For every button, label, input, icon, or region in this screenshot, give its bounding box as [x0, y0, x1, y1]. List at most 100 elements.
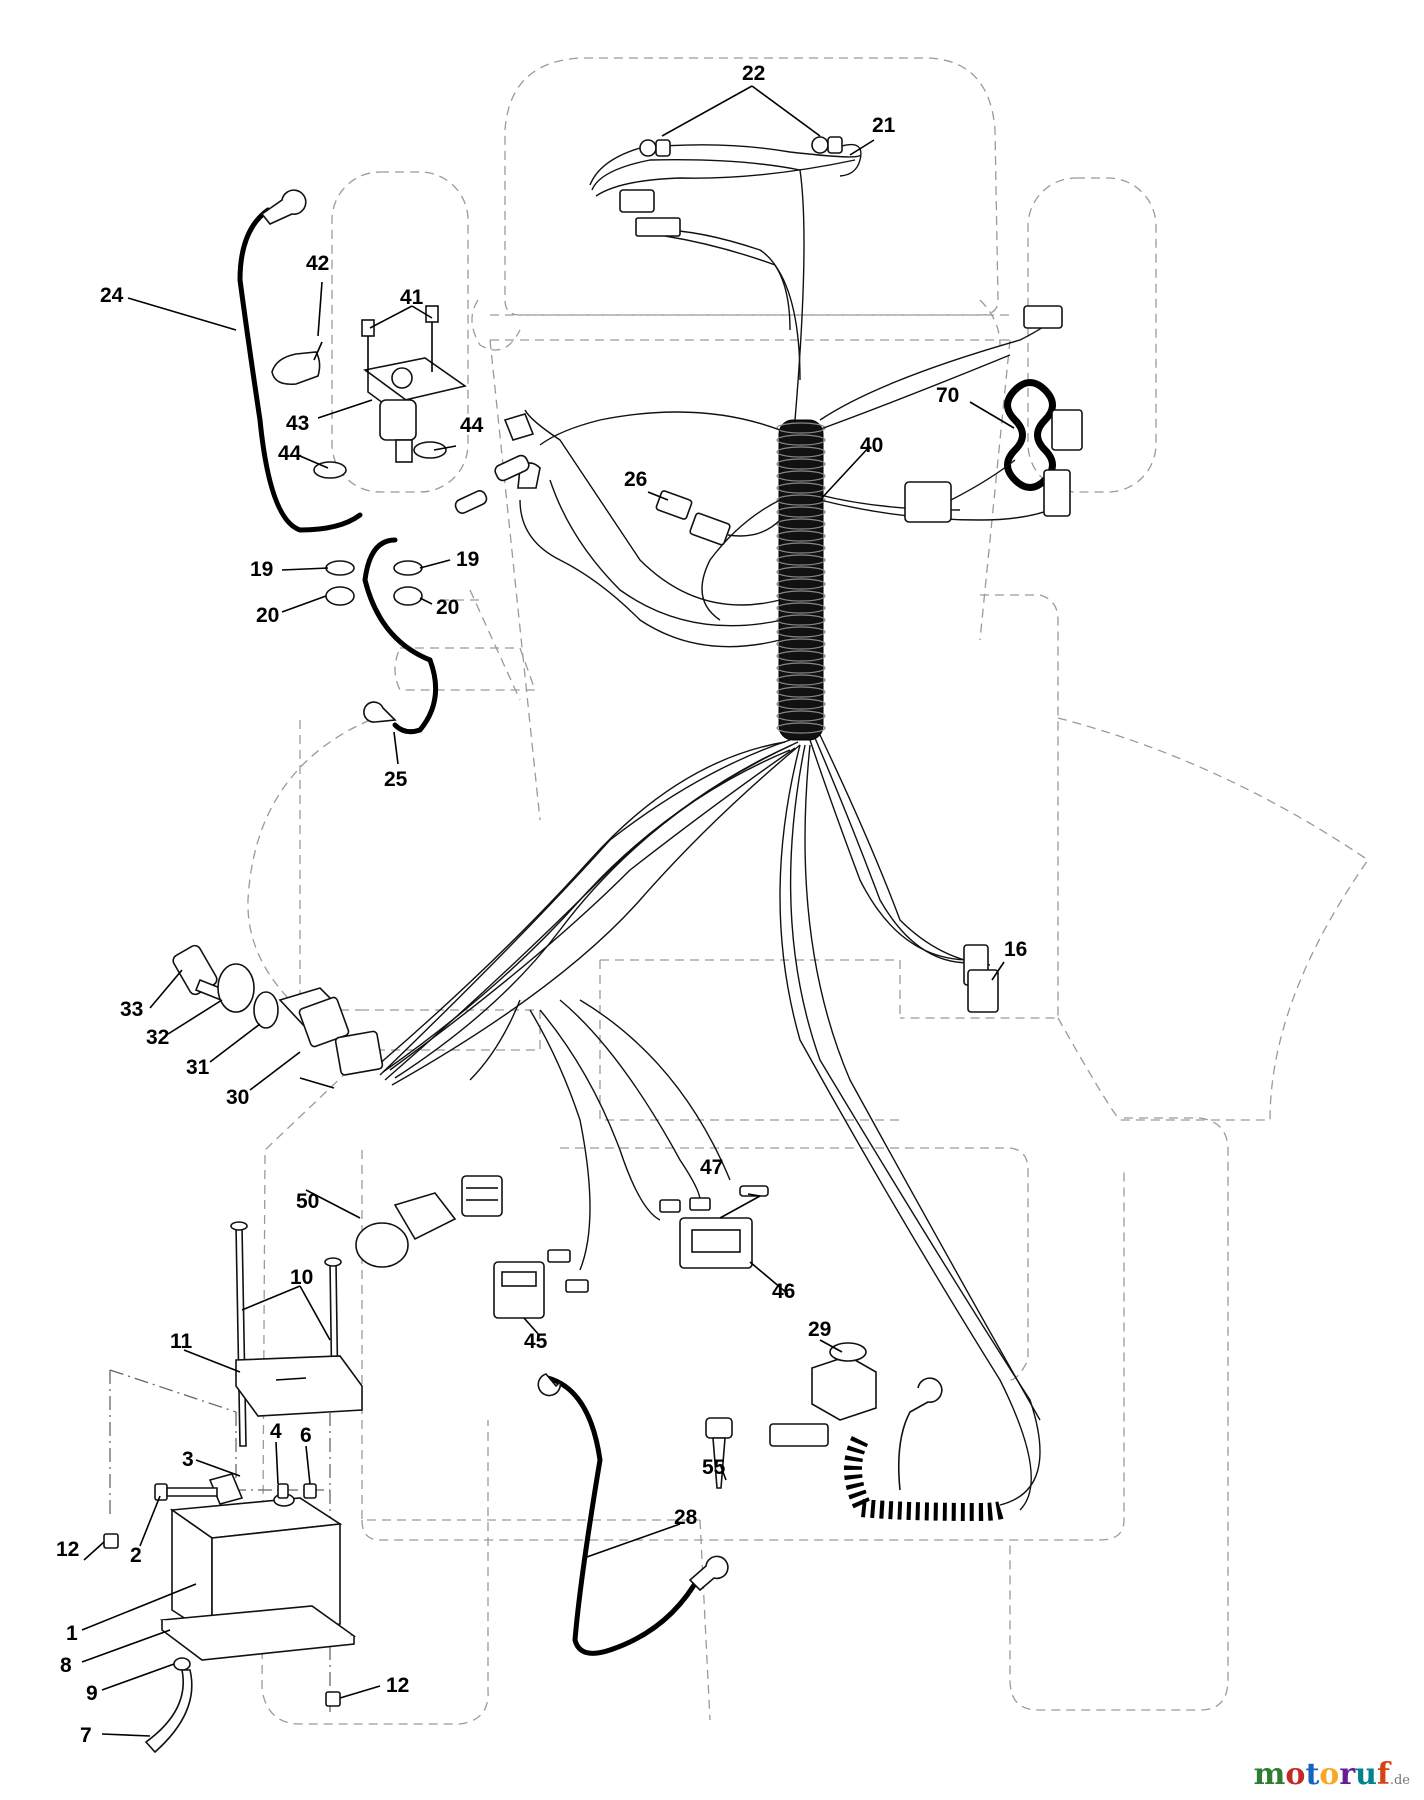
ignition-nut: [217, 963, 255, 1013]
seat-switch-harness: [904, 305, 1083, 523]
headlight-bulb-right: [811, 136, 843, 154]
callout-21: 21: [872, 114, 896, 137]
tube-rib: [776, 674, 826, 686]
callout-7: 7: [80, 1724, 92, 1747]
callout-29: 29: [808, 1318, 831, 1341]
callout-8: 8: [60, 1654, 72, 1677]
tube-rib: [776, 710, 826, 722]
battery-frame-line: [109, 1369, 331, 1712]
ignition-switch: [278, 987, 384, 1089]
battery-cable-25: [362, 537, 439, 735]
watermark-domain: .de: [1389, 1773, 1410, 1788]
watermark: motoruf.de: [1254, 1757, 1410, 1792]
leader-lines: [81, 85, 1015, 1737]
callout-42: 42: [306, 252, 329, 275]
cord-eyelet: [897, 1377, 943, 1491]
coiled-cord: [769, 1423, 1011, 1522]
tube-rib: [776, 578, 826, 590]
callout-25: 25: [384, 768, 408, 791]
cable-24-eyelet: [260, 189, 307, 225]
callout-2: 2: [130, 1544, 142, 1567]
callout-32: 32: [146, 1026, 169, 1049]
tube-rib: [776, 458, 826, 470]
watermark-letter: o: [1319, 1757, 1340, 1792]
callout-1: 1: [66, 1622, 78, 1645]
ignition-bezel: [253, 991, 279, 1029]
callout-26: 26: [624, 468, 647, 491]
ground-cable-28: [545, 1375, 703, 1656]
terminal-47: [739, 1185, 769, 1197]
seat-switch-16: [963, 944, 999, 1013]
cable-28-eyelet-b: [688, 1555, 729, 1592]
watermark-letter: m: [1253, 1757, 1286, 1792]
callout-9: 9: [86, 1682, 98, 1705]
callout-labels: 1 2 3 4 6 7 8 9 10 11 12 12 16 19 19 20 …: [56, 62, 1027, 1747]
watermark-letter: f: [1376, 1757, 1390, 1792]
callout-41: 41: [400, 286, 424, 309]
tube-rib: [776, 530, 826, 542]
callout-40: 40: [860, 434, 883, 457]
callout-44b: 44: [460, 414, 484, 437]
callout-10: 10: [290, 1266, 313, 1289]
watermark-brand: motoruf: [1254, 1757, 1390, 1792]
tube-rib: [776, 566, 826, 578]
clips-12: [103, 1533, 341, 1707]
callout-11: 11: [170, 1330, 193, 1353]
tube-rib: [776, 590, 826, 602]
tube-rib: [776, 638, 826, 650]
callout-19b: 19: [456, 548, 479, 571]
tube-rib: [776, 554, 826, 566]
callout-4: 4: [270, 1420, 282, 1443]
screw-55: [705, 1417, 733, 1489]
callout-20b: 20: [436, 596, 459, 619]
tube-rib: [776, 686, 826, 698]
callout-3: 3: [182, 1448, 194, 1471]
callout-70: 70: [936, 384, 959, 407]
tube-rib: [776, 614, 826, 626]
pto-switch: [355, 1175, 503, 1268]
callout-22: 22: [742, 62, 765, 85]
callout-43: 43: [286, 412, 309, 435]
tube-rib: [776, 602, 826, 614]
callout-30: 30: [226, 1086, 249, 1109]
cable-28-eyelet-a: [537, 1373, 562, 1397]
callout-31: 31: [186, 1056, 210, 1079]
tube-rib: [776, 518, 826, 530]
callout-33: 33: [120, 998, 143, 1021]
hour-meter-46: [659, 1195, 761, 1269]
callout-46: 46: [772, 1280, 795, 1303]
tube-rib: [776, 434, 826, 446]
battery-tray: [159, 1605, 357, 1661]
headlight-harness: [589, 136, 862, 421]
starter-solenoid: [361, 305, 467, 463]
tube-rib: [776, 446, 826, 458]
tube-rib: [776, 506, 826, 518]
battery-hardware: [154, 1483, 317, 1501]
convoluted-tube: [776, 419, 826, 741]
callout-12b: 12: [386, 1674, 409, 1697]
fuse: [655, 490, 781, 546]
small-terminals: [454, 413, 541, 514]
tube-rib: [776, 722, 826, 734]
callout-28: 28: [674, 1506, 698, 1529]
tube-rib: [776, 698, 826, 710]
cable-25-eyelet: [363, 701, 397, 723]
tube-rib: [776, 494, 826, 506]
tube-rib: [776, 662, 826, 674]
drain-tube: [144, 1657, 193, 1754]
callout-44a: 44: [278, 442, 302, 465]
clutch-solenoid-29: [811, 1342, 877, 1421]
callout-50: 50: [296, 1190, 319, 1213]
callout-16: 16: [1004, 938, 1027, 961]
watermark-letter: u: [1355, 1757, 1377, 1792]
watermark-letter: r: [1339, 1757, 1356, 1792]
callout-45: 45: [524, 1330, 548, 1353]
watermark-letter: t: [1305, 1757, 1320, 1792]
hold-down-bracket: [235, 1355, 363, 1417]
tube-rib: [776, 626, 826, 638]
callout-19a: 19: [250, 558, 273, 581]
callout-47: 47: [700, 1156, 723, 1179]
callout-6: 6: [300, 1424, 312, 1447]
battery-cable-24: [237, 207, 363, 533]
